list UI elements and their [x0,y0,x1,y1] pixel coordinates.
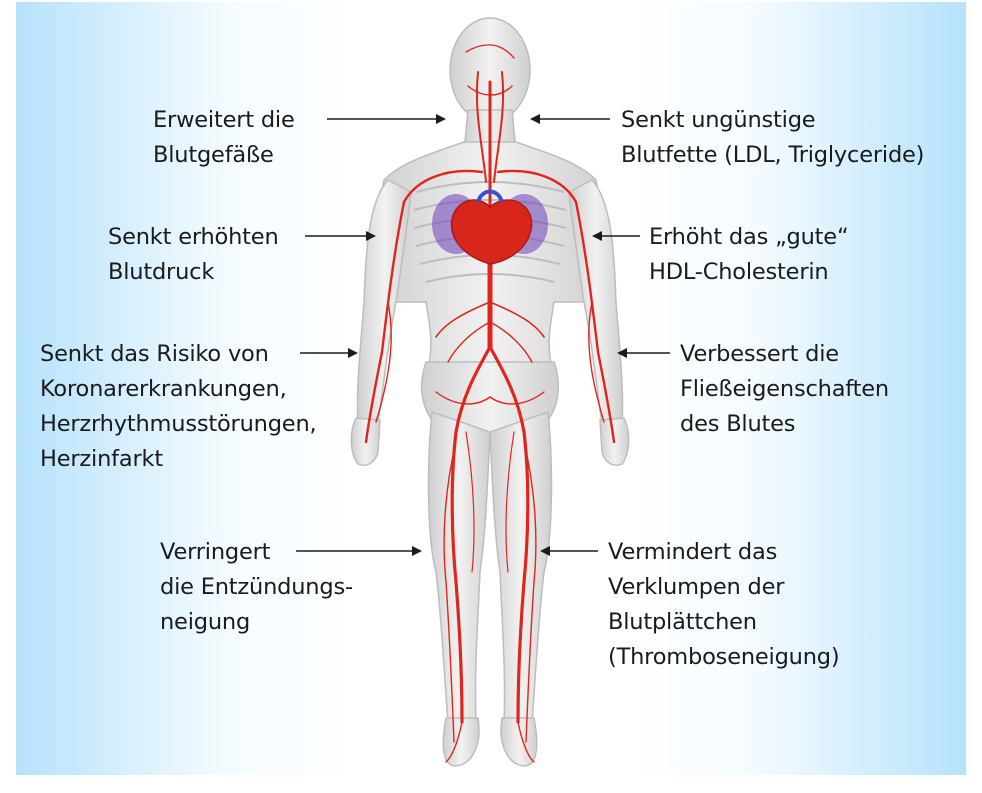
label-line: Fließeigenschaften [680,372,889,407]
arrow-raises-hdl [592,231,640,241]
label-line: Verbessert die [680,337,889,372]
label-line: Erweitert die [153,103,295,138]
label-line: Blutfette (LDL, Triglyceride) [621,138,924,173]
label-line: Koronarerkrankungen, [40,372,316,407]
arrow-reduces-platelet-clumping [540,546,598,556]
label-raises-hdl: Erhöht das „gute“ HDL-Cholesterin [649,220,848,290]
label-lowers-blood-pressure: Senkt erhöhten Blutdruck [108,220,279,290]
label-improves-flow: Verbessert die Fließeigenschaften des Bl… [680,337,889,442]
label-line: neigung [160,605,353,640]
label-line: HDL-Cholesterin [649,255,848,290]
label-line: Blutdruck [108,255,279,290]
label-line: Blutgefäße [153,138,295,173]
label-line: des Blutes [680,407,889,442]
label-line: Senkt das Risiko von [40,337,316,372]
label-lowers-coronary-risk: Senkt das Risiko von Koronarerkrankungen… [40,337,316,477]
diagram-frame: Erweitert die Blutgefäße Senkt erhöhten … [16,2,966,775]
arrow-improves-flow [617,348,670,358]
label-lowers-blood-lipids: Senkt ungünstige Blutfette (LDL, Triglyc… [621,103,924,173]
label-line: Verringert [160,535,353,570]
label-line: (Thromboseneigung) [608,640,839,675]
label-line: Vermindert das [608,535,839,570]
label-line: Verklumpen der [608,570,839,605]
label-line: die Entzündungs- [160,570,353,605]
label-line: Herzrhythmusstörungen, [40,407,316,442]
label-reduces-platelet-clumping: Vermindert das Verklumpen der Blutplättc… [608,535,839,675]
arrow-lowers-blood-pressure [305,231,376,241]
label-line: Blutplättchen [608,605,839,640]
arrow-lowers-blood-lipids [530,114,610,124]
label-dilates-vessels: Erweitert die Blutgefäße [153,103,295,173]
label-line: Senkt erhöhten [108,220,279,255]
label-line: Erhöht das „gute“ [649,220,848,255]
label-line: Senkt ungünstige [621,103,924,138]
arrow-dilates-vessels [327,114,446,124]
label-reduces-inflammation: Verringert die Entzündungs- neigung [160,535,353,640]
label-line: Herzinfarkt [40,442,316,477]
